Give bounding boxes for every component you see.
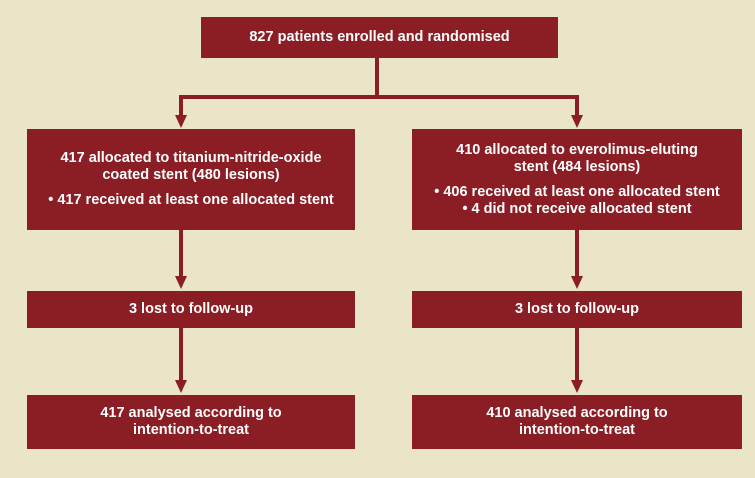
enrolled-text: 827 patients enrolled and randomised	[249, 29, 510, 45]
left-allocated-line2: coated stent (480 lesions)	[102, 167, 280, 183]
arrowhead-left-analysed	[175, 380, 187, 393]
box-right-analysed: 410 analysed according to intention-to-t…	[412, 395, 742, 449]
arrowhead-left-lost	[175, 276, 187, 289]
arrowhead-right-analysed	[571, 380, 583, 393]
right-allocated-line2: stent (484 lesions)	[513, 158, 641, 175]
arrowhead-left-allocated	[175, 115, 187, 128]
box-left-lost: 3 lost to follow-up	[27, 291, 355, 328]
right-lost-text: 3 lost to follow-up	[514, 301, 640, 317]
box-left-analysed: 417 analysed according to intention-to-t…	[27, 395, 355, 449]
right-allocated-line1: 410 allocated to everolimus-eluting	[456, 141, 698, 158]
left-received-bullet: 417 received at least one allocated sten…	[48, 192, 333, 209]
left-lost-text: 3 lost to follow-up	[128, 301, 254, 317]
left-analysed-line1: 417 analysed according to	[100, 405, 282, 421]
left-analysed-line2: intention-to-treat	[133, 422, 249, 438]
right-not-received-bullet: 4 did not receive allocated stent	[462, 201, 692, 218]
left-allocated-line1: 417 allocated to titanium-nitride-oxide	[60, 150, 322, 166]
arrowhead-right-lost	[571, 276, 583, 289]
right-analysed-line2: intention-to-treat	[519, 422, 635, 438]
box-right-lost: 3 lost to follow-up	[412, 291, 742, 328]
arrowhead-right-allocated	[571, 115, 583, 128]
box-enrolled: 827 patients enrolled and randomised	[201, 17, 558, 58]
box-left-allocated: 417 allocated to titanium-nitride-oxide …	[27, 129, 355, 230]
box-right-allocated: 410 allocated to everolimus-eluting sten…	[412, 129, 742, 230]
right-analysed-line1: 410 analysed according to	[486, 405, 668, 421]
right-received-bullet: 406 received at least one allocated sten…	[434, 184, 719, 201]
